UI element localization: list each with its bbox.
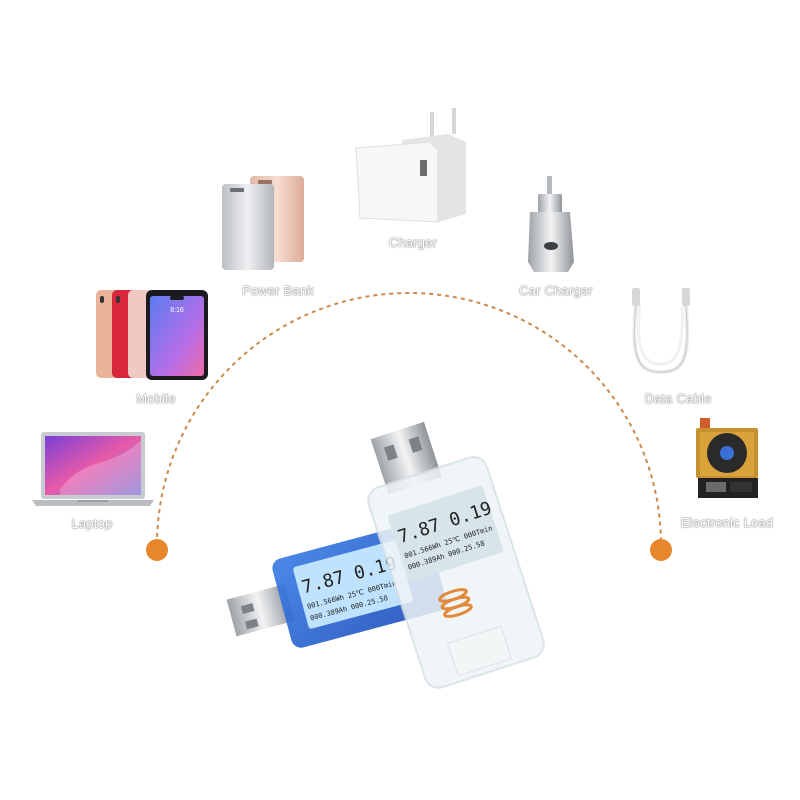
car-charger-icon [528, 176, 574, 272]
power-bank-icon [222, 176, 304, 270]
device-label-mobile: Mobile [136, 391, 176, 406]
device-label-electronic-load: Electronic Load [680, 515, 774, 530]
connection-arc [156, 292, 662, 546]
device-label-data-cable: Data Cable [644, 391, 712, 406]
inductor-coil [438, 588, 473, 618]
arc-endpoint-right [650, 539, 672, 561]
wall-charger-icon [355, 108, 466, 223]
svg-text:8:16: 8:16 [170, 307, 184, 314]
device-label-car-charger: Car Charger [519, 283, 593, 298]
device-label-power-bank: Power Bank [241, 283, 315, 298]
smartphone-icon: 8:16 [96, 290, 208, 380]
usb-cable-icon [632, 288, 690, 375]
laptop-icon [32, 432, 154, 506]
arc-endpoint-left [146, 539, 168, 561]
electronic-load-icon [696, 418, 758, 498]
device-label-charger: Charger [388, 235, 438, 250]
device-label-laptop: Laptop [71, 516, 113, 531]
usb-tester-clear: 7.87 0.19 001.566Wh 25℃ 000Tmin 000.389A… [367, 421, 545, 689]
